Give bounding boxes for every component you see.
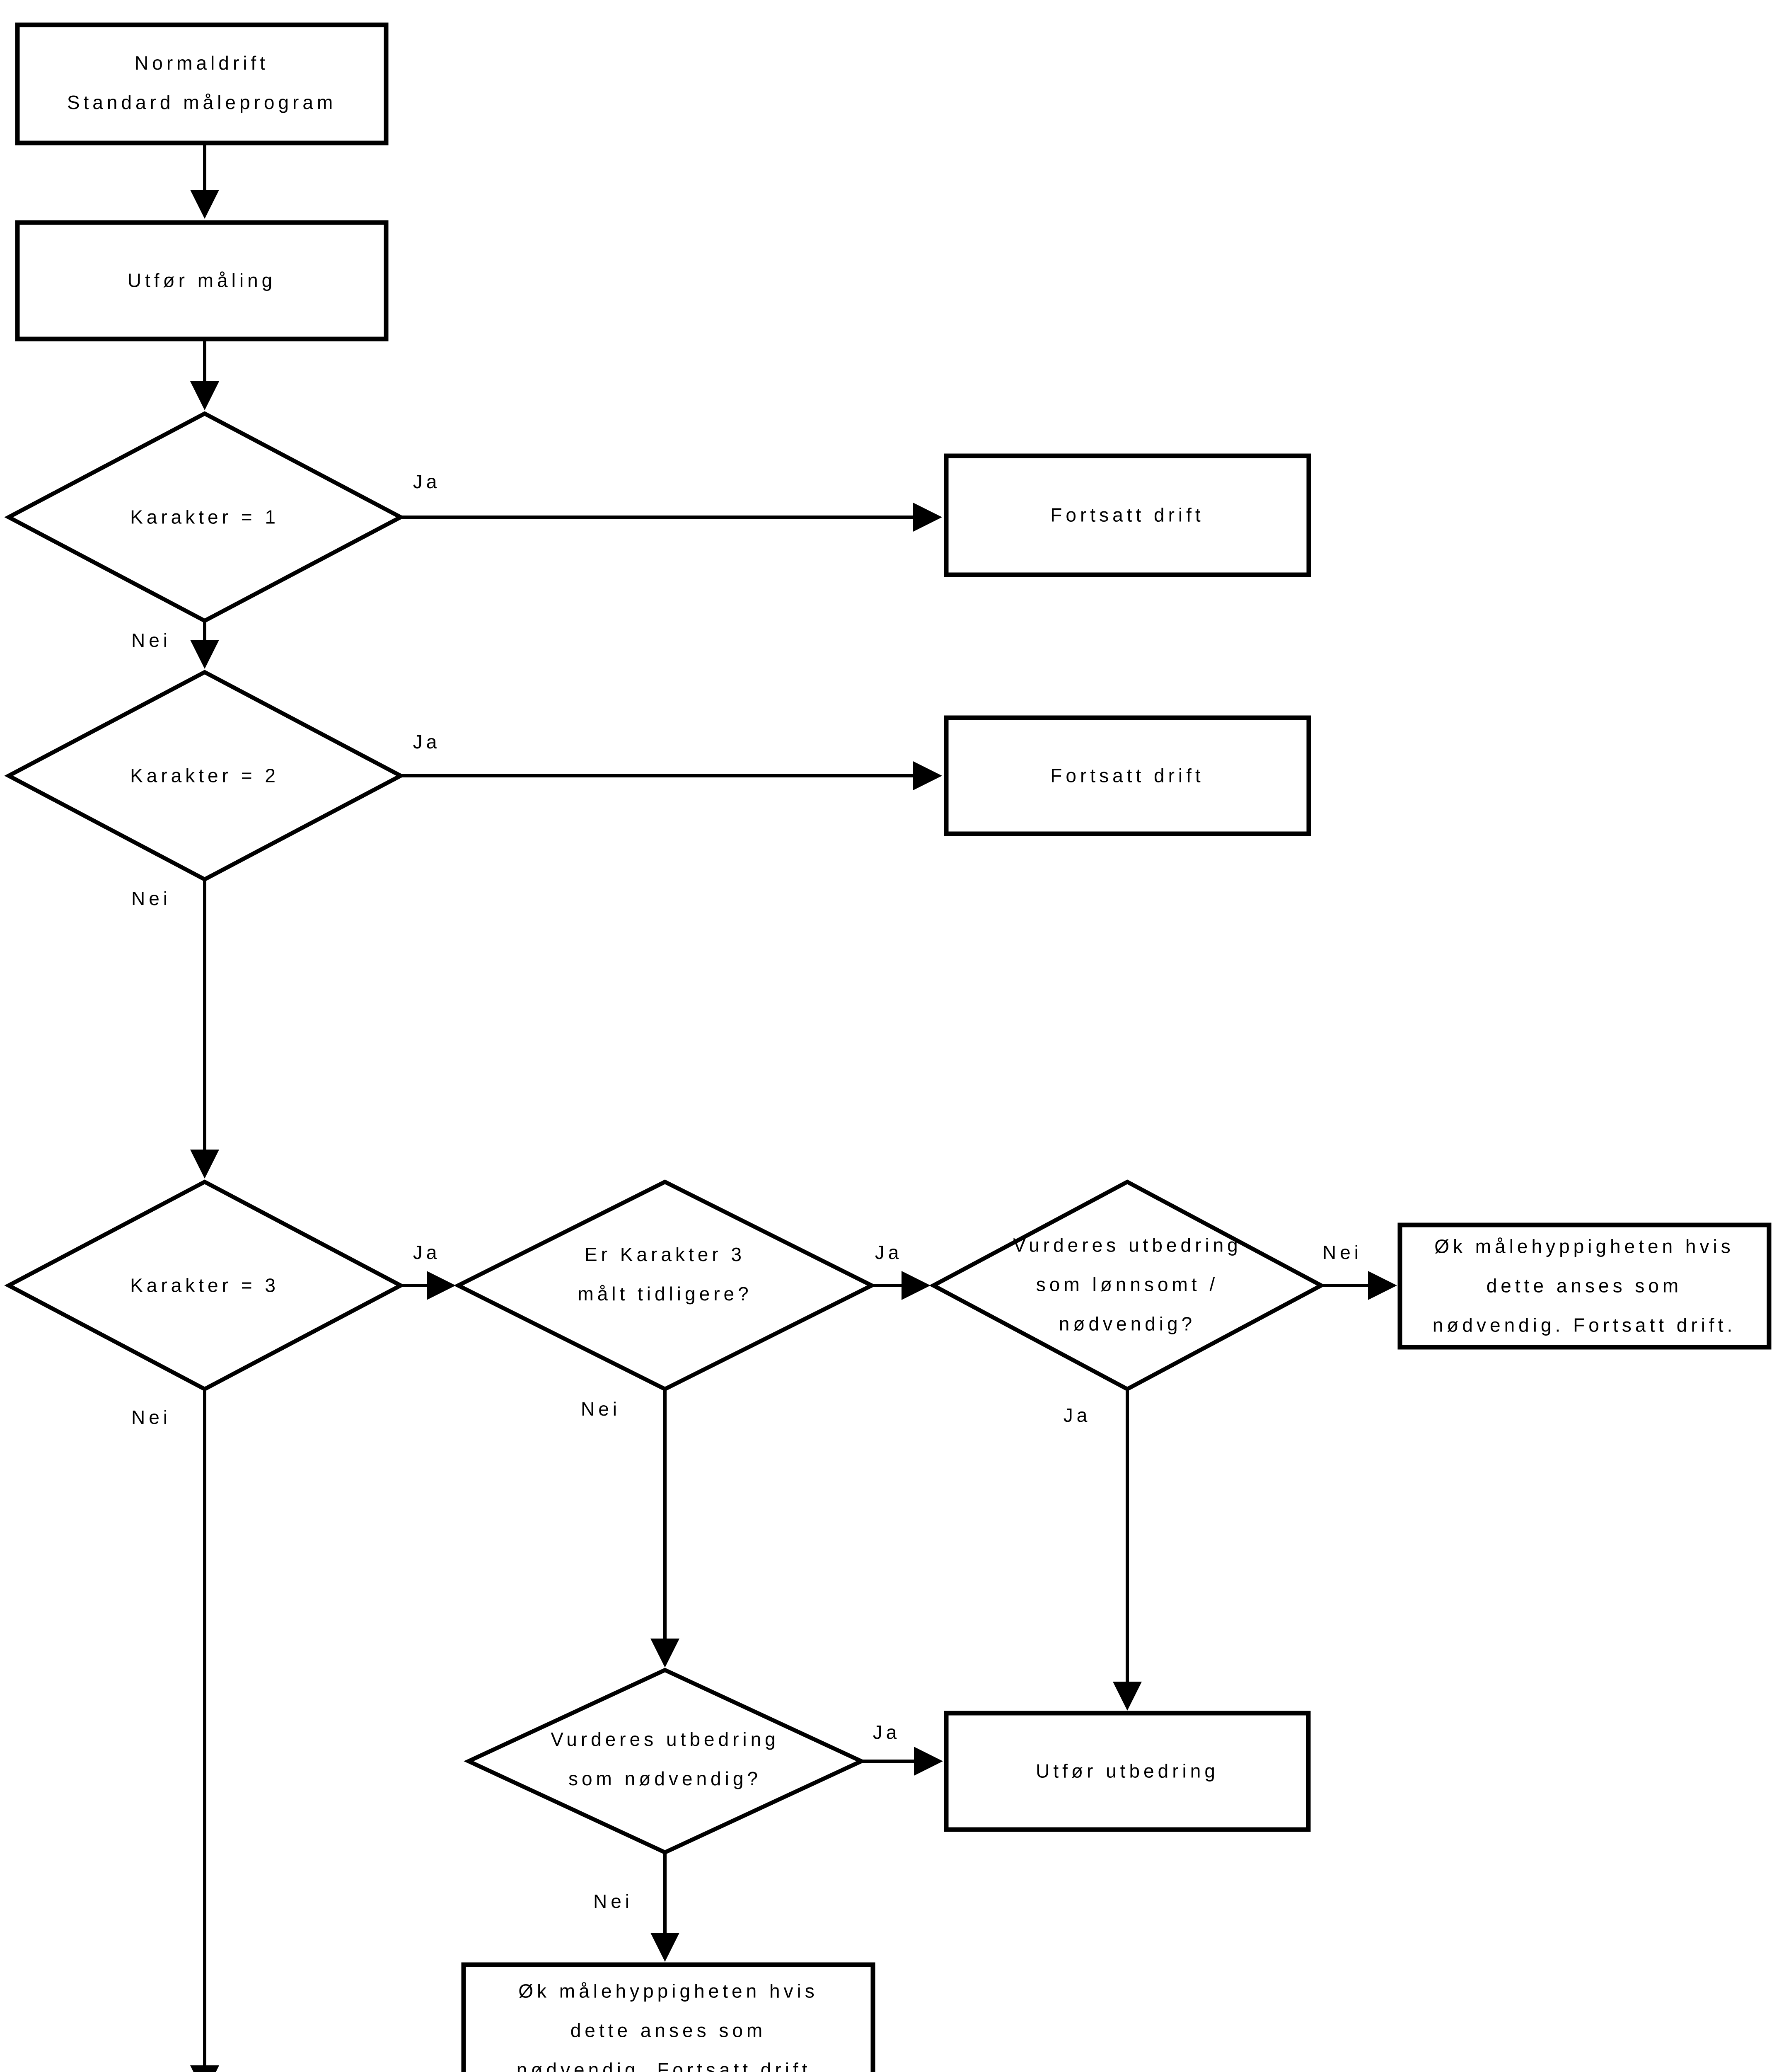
box-start bbox=[15, 22, 389, 145]
box-fortsatt-drift-2 bbox=[944, 715, 1311, 836]
ok-bottom-line-3: nødvendig. Fortsatt drift. bbox=[516, 2059, 820, 2072]
box-utfor-utbedring bbox=[944, 1711, 1311, 1832]
edge-label-d2-ja: Ja bbox=[413, 731, 441, 753]
fortsatt2-text: Fortsatt drift bbox=[1050, 765, 1204, 787]
edge-label-d2-nei: Nei bbox=[131, 888, 172, 909]
edge-label-d5-ja: Ja bbox=[1063, 1404, 1091, 1426]
ok-right-line-3: nødvendig. Fortsatt drift. bbox=[1432, 1314, 1736, 1336]
decision6-text: Vurderes utbedring som nødvendig? bbox=[551, 1720, 779, 1798]
edge-label-d6-ja: Ja bbox=[873, 1721, 901, 1743]
decision6-line-1: Vurderes utbedring bbox=[551, 1728, 779, 1750]
decision5-line-1: Vurderes utbedring bbox=[1013, 1234, 1242, 1256]
ok-bottom-text: Øk målehyppigheten hvis dette anses som … bbox=[517, 1972, 820, 2072]
decision1-text: Karakter = 1 bbox=[130, 506, 279, 528]
edge-label-d3-ja: Ja bbox=[413, 1242, 441, 1263]
ok-right-line-2: dette anses som bbox=[1486, 1275, 1682, 1297]
fortsatt1-text: Fortsatt drift bbox=[1050, 504, 1204, 526]
decision5-line-2: som lønnsomt / bbox=[1036, 1273, 1219, 1295]
edge-label-d6-nei: Nei bbox=[593, 1890, 633, 1912]
decision4-line-1: Er Karakter 3 bbox=[584, 1244, 745, 1265]
edge-label-d1-ja: Ja bbox=[413, 471, 441, 492]
decision2-text: Karakter = 2 bbox=[130, 765, 279, 787]
edge-label-d4-nei: Nei bbox=[580, 1398, 621, 1420]
utfor-utbedring-text: Utfør utbedring bbox=[1036, 1760, 1219, 1782]
ok-bottom-line-1: Øk målehyppigheten hvis bbox=[518, 1980, 818, 2002]
edge-label-d3-nei: Nei bbox=[131, 1406, 172, 1428]
edge-label-d5-nei: Nei bbox=[1322, 1242, 1363, 1263]
start-line-2: Standard måleprogram bbox=[67, 92, 337, 113]
edge-label-d4-ja: Ja bbox=[875, 1242, 903, 1263]
box-fortsatt-drift-1 bbox=[944, 453, 1311, 577]
decision5-line-3: nødvendig? bbox=[1059, 1313, 1196, 1335]
ok-right-text: Øk målehyppigheten hvis dette anses som … bbox=[1433, 1227, 1736, 1345]
start-line-1: Normaldrift bbox=[135, 52, 269, 74]
edge-label-d1-nei: Nei bbox=[131, 629, 172, 651]
decision4-text: Er Karakter 3 målt tidligere? bbox=[578, 1235, 752, 1314]
decision6-line-2: som nødvendig? bbox=[568, 1768, 762, 1789]
measure-node-text: Utfør måling bbox=[127, 269, 276, 291]
decision5-text: Vurderes utbedring som lønnsomt / nødven… bbox=[1013, 1226, 1242, 1344]
decision3-text: Karakter = 3 bbox=[130, 1274, 279, 1296]
box-ok-malehyppighet-right bbox=[1397, 1222, 1772, 1350]
decision4-line-2: målt tidligere? bbox=[578, 1283, 752, 1305]
ok-right-line-1: Øk målehyppigheten hvis bbox=[1434, 1235, 1734, 1257]
box-ok-malehyppighet-bottom bbox=[461, 1962, 875, 2072]
start-node-text: Normaldrift Standard måleprogram bbox=[67, 44, 336, 122]
ok-bottom-line-2: dette anses som bbox=[570, 2019, 766, 2041]
box-measure bbox=[15, 220, 389, 341]
